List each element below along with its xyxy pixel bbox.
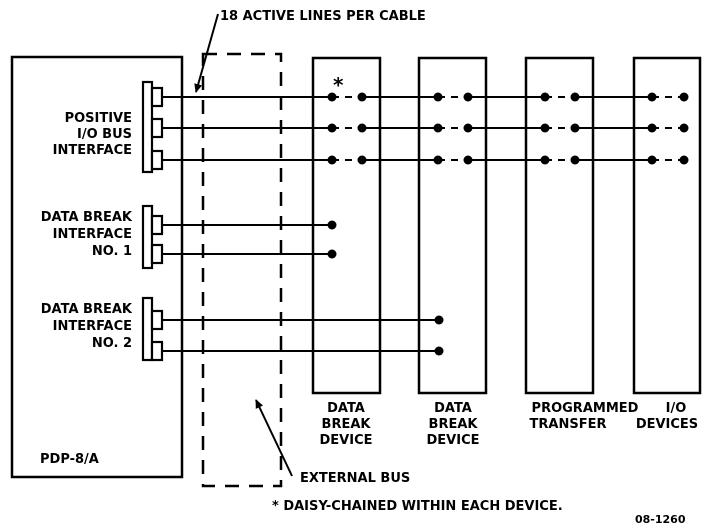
interface-data-break-2-label: DATA BREAK INTERFACE NO. 2 bbox=[41, 302, 133, 351]
svg-text:NO. 2: NO. 2 bbox=[92, 336, 132, 351]
svg-text:TRANSFER: TRANSFER bbox=[530, 417, 607, 432]
connector-plug-1-2 bbox=[150, 117, 164, 139]
junction-dot bbox=[434, 346, 444, 356]
junction-dot bbox=[647, 155, 657, 165]
junction-dot bbox=[647, 92, 657, 102]
junction-dot bbox=[434, 315, 444, 325]
pdp8a-box bbox=[10, 55, 184, 479]
svg-text:DEVICES: DEVICES bbox=[636, 417, 698, 432]
external-bus-arrow bbox=[255, 399, 293, 477]
connector-back-2 bbox=[141, 204, 154, 270]
figure-id: 08-1260 bbox=[635, 513, 686, 526]
connector-plug-2-1 bbox=[150, 214, 164, 236]
external-bus-box bbox=[201, 52, 283, 488]
connector-plug-1-1 bbox=[150, 86, 164, 108]
junction-dot bbox=[570, 123, 580, 133]
computer-label: PDP-8/A bbox=[40, 452, 99, 467]
interface-connectors bbox=[141, 80, 164, 362]
junction-dot bbox=[357, 155, 367, 165]
svg-text:INTERFACE: INTERFACE bbox=[53, 227, 132, 242]
svg-text:DATA: DATA bbox=[434, 401, 472, 416]
svg-text:DATA BREAK: DATA BREAK bbox=[41, 210, 133, 225]
junction-dot bbox=[327, 155, 337, 165]
junction-dot bbox=[433, 92, 443, 102]
junction-dot bbox=[679, 155, 689, 165]
svg-text:INTERFACE: INTERFACE bbox=[53, 143, 132, 158]
connector-plug-1-3 bbox=[150, 149, 164, 171]
junction-dot bbox=[327, 123, 337, 133]
svg-text:I/O BUS: I/O BUS bbox=[77, 127, 132, 142]
data-break-device-2-label: DATA BREAK DEVICE bbox=[427, 401, 480, 448]
svg-text:POSITIVE: POSITIVE bbox=[65, 111, 132, 126]
junction-dot bbox=[327, 249, 337, 259]
junction-dot bbox=[570, 155, 580, 165]
connector-back-3 bbox=[141, 296, 154, 362]
junction-dot bbox=[679, 123, 689, 133]
svg-text:PROGRAMMED: PROGRAMMED bbox=[532, 401, 639, 416]
junction-dot bbox=[357, 123, 367, 133]
junction-dot bbox=[327, 92, 337, 102]
footnote: * DAISY-CHAINED WITHIN EACH DEVICE. bbox=[272, 499, 563, 514]
junction-dot bbox=[463, 155, 473, 165]
programmed-transfer-label: PROGRAMMED TRANSFER bbox=[530, 401, 639, 432]
cable-lines bbox=[162, 92, 689, 356]
connector-plug-3-1 bbox=[150, 309, 164, 331]
junction-dot bbox=[570, 92, 580, 102]
data-break-device-1-label: DATA BREAK DEVICE bbox=[320, 401, 373, 448]
svg-text:DEVICE: DEVICE bbox=[320, 433, 373, 448]
interface-data-break-1-label: DATA BREAK INTERFACE NO. 1 bbox=[41, 210, 133, 259]
external-bus-label: EXTERNAL BUS bbox=[300, 471, 410, 486]
svg-text:I/O: I/O bbox=[666, 401, 687, 416]
junction-dot bbox=[679, 92, 689, 102]
svg-text:DATA: DATA bbox=[327, 401, 365, 416]
svg-text:INTERFACE: INTERFACE bbox=[53, 319, 132, 334]
junction-dot bbox=[540, 123, 550, 133]
svg-text:DEVICE: DEVICE bbox=[427, 433, 480, 448]
junction-dot bbox=[357, 92, 367, 102]
io-device-box bbox=[632, 56, 702, 395]
cable-note: 18 ACTIVE LINES PER CABLE bbox=[220, 9, 426, 24]
svg-text:BREAK: BREAK bbox=[322, 417, 372, 432]
svg-text:DATA BREAK: DATA BREAK bbox=[41, 302, 133, 317]
svg-text:BREAK: BREAK bbox=[429, 417, 479, 432]
connector-plug-3-2 bbox=[150, 340, 164, 362]
junction-dot bbox=[647, 123, 657, 133]
data-break-device-2-box bbox=[417, 56, 488, 395]
svg-text:NO. 1: NO. 1 bbox=[92, 244, 132, 259]
junction-dot bbox=[463, 92, 473, 102]
programmed-transfer-device-box bbox=[524, 56, 595, 395]
connector-plug-2-2 bbox=[150, 243, 164, 265]
junction-dot bbox=[327, 220, 337, 230]
junction-dot bbox=[433, 123, 443, 133]
connector-back-1 bbox=[141, 80, 154, 174]
junction-dot bbox=[540, 155, 550, 165]
junction-dot bbox=[463, 123, 473, 133]
junction-dot bbox=[433, 155, 443, 165]
interface-positive-io-bus-label: POSITIVE I/O BUS INTERFACE bbox=[53, 111, 132, 158]
asterisk-mark: * bbox=[333, 73, 344, 97]
junction-dot bbox=[540, 92, 550, 102]
io-devices-label: I/O DEVICES bbox=[636, 401, 698, 432]
